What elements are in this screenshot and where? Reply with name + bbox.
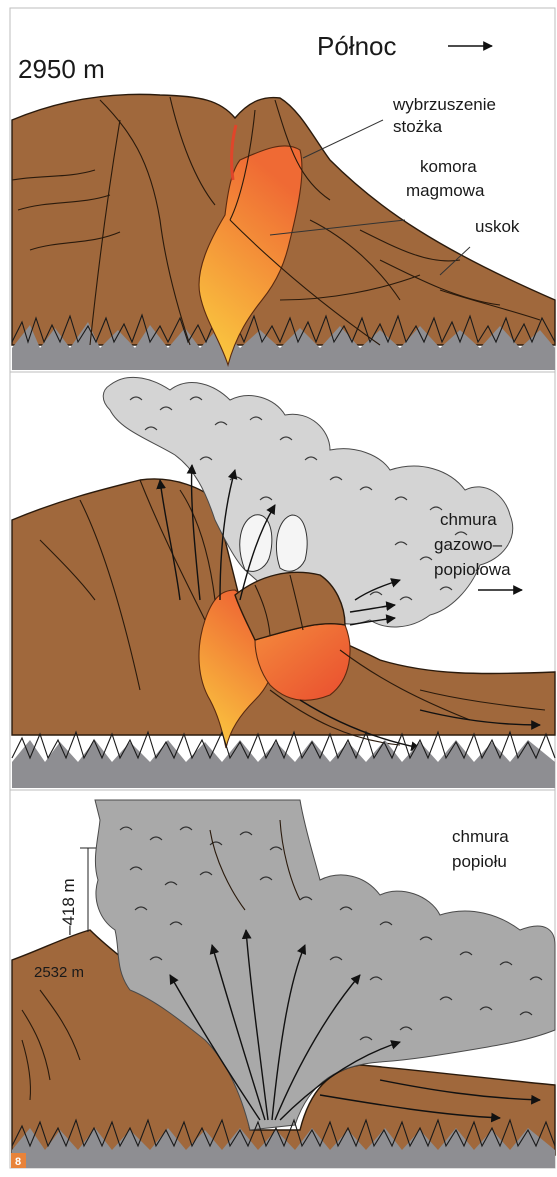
small-plume-1 bbox=[240, 515, 272, 572]
label-bulge-2: stożka bbox=[393, 117, 443, 136]
label-ash-2: popiołu bbox=[452, 852, 507, 871]
label-chamber-1: komora bbox=[420, 157, 477, 176]
north-label: Północ bbox=[317, 31, 397, 61]
label-ash-gas-1: chmura bbox=[440, 510, 497, 529]
elevation-label: 2950 m bbox=[18, 54, 105, 84]
label-bulge-1: wybrzuszenie bbox=[392, 95, 496, 114]
summit-label: 2532 m bbox=[34, 964, 84, 981]
label-chamber-2: magmowa bbox=[406, 181, 485, 200]
label-ash-gas-3: popiołowa bbox=[434, 560, 511, 579]
label-ash-1: chmura bbox=[452, 827, 509, 846]
label-fault: uskok bbox=[475, 217, 520, 236]
figure-number: 8 bbox=[15, 1156, 21, 1168]
height-diff-label: –418 m bbox=[59, 878, 78, 935]
small-plume-2 bbox=[276, 515, 307, 571]
label-ash-gas-2: gazowo– bbox=[434, 535, 503, 554]
